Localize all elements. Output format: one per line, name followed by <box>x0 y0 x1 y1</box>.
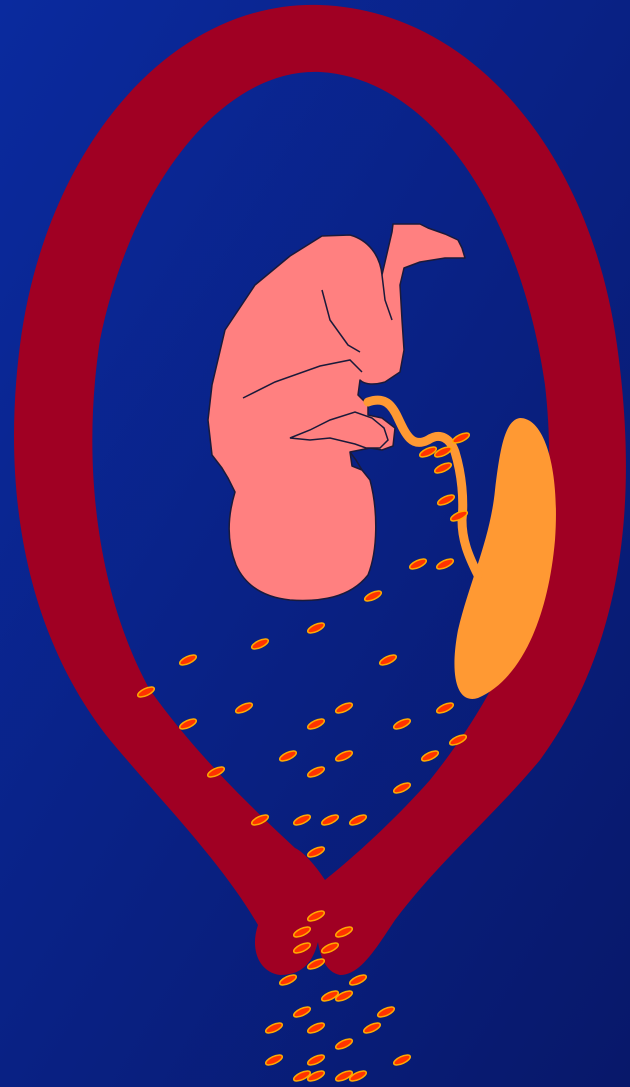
diagram-stage <box>0 0 630 1087</box>
pregnancy-diagram <box>0 0 630 1087</box>
